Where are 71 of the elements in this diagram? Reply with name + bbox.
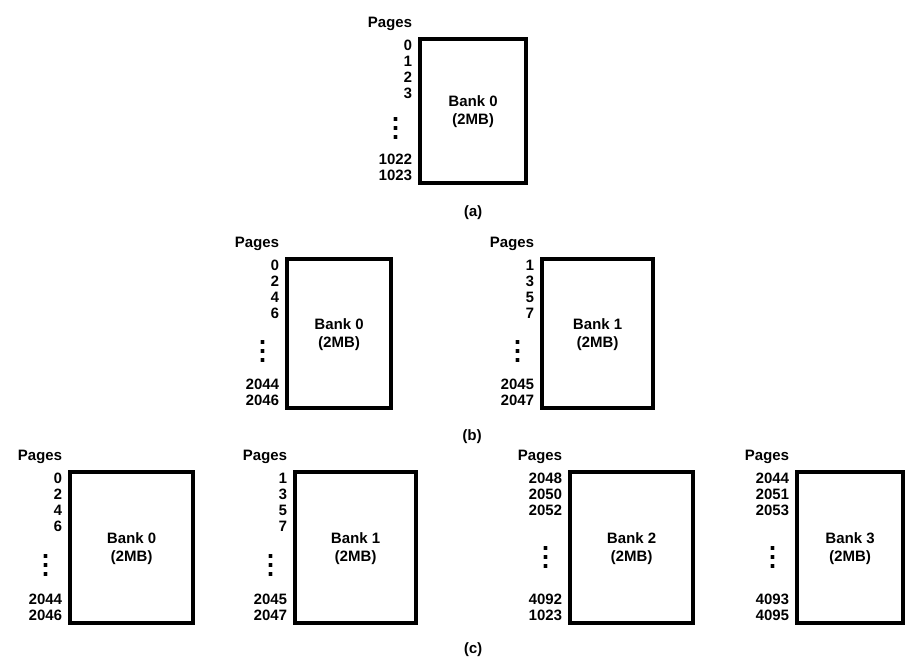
memory-bank-box bbox=[293, 470, 418, 625]
page-number: 2047 bbox=[254, 608, 287, 624]
figure-part-label: (c) bbox=[464, 640, 482, 657]
pages-heading: Pages bbox=[744, 448, 789, 464]
figure-part-label: (a) bbox=[464, 203, 482, 220]
page-number: 4093 bbox=[756, 592, 789, 608]
bank-label: Bank 0 (2MB) bbox=[106, 530, 158, 566]
memory-bank-box bbox=[795, 470, 905, 625]
bank-label: Bank 0 (2MB) bbox=[313, 316, 365, 352]
page-number: 4 bbox=[270, 290, 279, 306]
figure-part-label: (b) bbox=[462, 427, 482, 444]
page-number: 2051 bbox=[756, 487, 789, 503]
vertical-ellipsis: ⋮ bbox=[32, 550, 58, 576]
page-number: 2044 bbox=[28, 592, 62, 608]
page-number: 4095 bbox=[756, 608, 789, 624]
vertical-ellipsis: ⋮ bbox=[382, 114, 408, 140]
page-number: 2048 bbox=[528, 471, 562, 487]
page-number: 5 bbox=[526, 290, 534, 306]
page-number: 2047 bbox=[500, 393, 534, 409]
page-number: 3 bbox=[278, 487, 287, 503]
memory-bank-box bbox=[568, 470, 695, 625]
pages-heading: Pages bbox=[18, 448, 62, 464]
page-number: 2044 bbox=[246, 377, 279, 393]
vertical-ellipsis: ⋮ bbox=[532, 542, 558, 568]
page-number: 0 bbox=[54, 471, 62, 487]
page-number: 2044 bbox=[756, 471, 789, 487]
page-number: 2052 bbox=[528, 503, 562, 519]
page-number: 2050 bbox=[528, 487, 562, 503]
memory-bank-box bbox=[418, 37, 528, 185]
page-number: 1 bbox=[278, 471, 287, 487]
page-number: 1 bbox=[526, 258, 534, 274]
page-number: 6 bbox=[270, 306, 279, 322]
vertical-ellipsis: ⋮ bbox=[759, 542, 786, 568]
pages-heading: Pages bbox=[518, 448, 562, 464]
pages-heading: Pages bbox=[242, 448, 287, 464]
page-number: 2 bbox=[404, 70, 412, 86]
page-number: 7 bbox=[526, 306, 534, 322]
page-number: 2045 bbox=[254, 592, 287, 608]
page-number: 2045 bbox=[500, 377, 534, 393]
page-number: 4092 bbox=[528, 592, 562, 608]
bank-label: Bank 3 (2MB) bbox=[824, 530, 876, 566]
page-number: 2 bbox=[54, 487, 62, 503]
page-number: 1023 bbox=[528, 608, 562, 624]
vertical-ellipsis: ⋮ bbox=[249, 336, 276, 362]
memory-bank-box bbox=[68, 470, 195, 625]
memory-bank-box bbox=[540, 257, 655, 410]
page-number: 3 bbox=[526, 274, 534, 290]
page-number: 1 bbox=[404, 54, 412, 70]
page-number: 1023 bbox=[378, 168, 412, 184]
page-number: 2 bbox=[270, 274, 279, 290]
page-number: 3 bbox=[404, 86, 412, 102]
pages-heading: Pages bbox=[234, 235, 279, 251]
page-number: 2046 bbox=[246, 393, 279, 409]
pages-heading: Pages bbox=[490, 235, 534, 251]
bank-label: Bank 1 (2MB) bbox=[572, 316, 624, 352]
page-number: 6 bbox=[54, 519, 62, 535]
bank-label: Bank 0 (2MB) bbox=[447, 93, 499, 129]
bank-label: Bank 1 (2MB) bbox=[330, 530, 382, 566]
page-number: 2053 bbox=[756, 503, 789, 519]
page-number: 1022 bbox=[378, 152, 412, 168]
page-number: 0 bbox=[404, 38, 412, 54]
bank-label: Bank 2 (2MB) bbox=[606, 530, 658, 566]
page-number: 2046 bbox=[28, 608, 62, 624]
pages-heading: Pages bbox=[368, 15, 412, 31]
page-number: 0 bbox=[270, 258, 279, 274]
page-number: 7 bbox=[278, 519, 287, 535]
memory-bank-box bbox=[285, 257, 393, 410]
page-number: 5 bbox=[278, 503, 287, 519]
page-number: 4 bbox=[54, 503, 62, 519]
vertical-ellipsis: ⋮ bbox=[257, 550, 284, 576]
vertical-ellipsis: ⋮ bbox=[504, 336, 530, 362]
